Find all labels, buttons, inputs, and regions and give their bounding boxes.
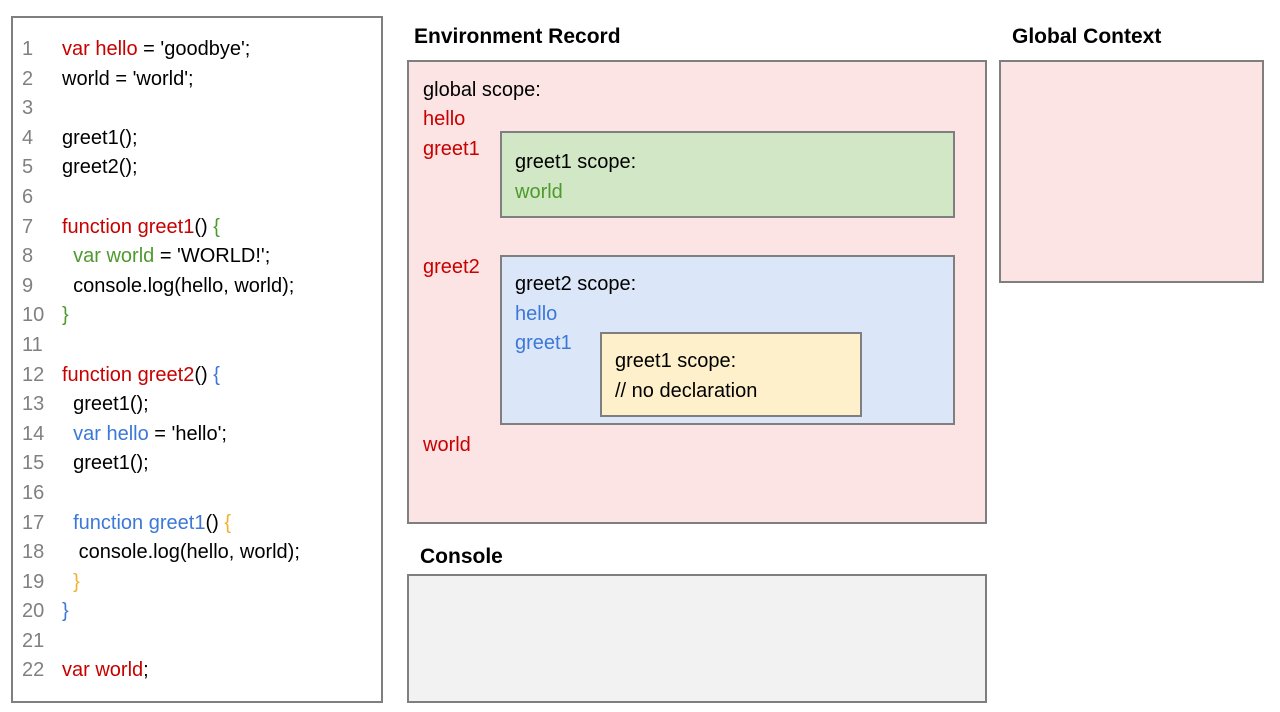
line-number: 13 [22,393,45,416]
code-token: console.log(hello, world); [62,274,295,297]
line-number: 19 [22,570,45,593]
environment-record-title: Environment Record [414,25,621,48]
line-number: 14 [22,422,45,445]
line-number: 18 [22,541,45,564]
code-line: 3 [22,94,379,124]
line-number: 17 [22,511,45,534]
global-var-world: world [423,434,471,456]
global-context-title: Global Context [1012,25,1162,48]
code-token: function greet2 [62,363,195,386]
code-line: 1 var hello = 'goodbye'; [22,35,379,65]
line-number: 10 [22,304,45,327]
code-token: = 'hello'; [148,422,227,445]
code-lines: 1 var hello = 'goodbye'; 2 world = 'world';… [22,35,379,686]
code-token: ; [143,659,149,682]
code-line: 22 var world; [22,656,379,686]
code-line: 2 world = 'world'; [22,65,379,95]
console-box [407,574,987,703]
line-number: 22 [22,659,45,682]
code-token: var hello [73,422,149,445]
line-number: 12 [22,363,45,386]
code-token: } [62,600,69,623]
code-panel: 1 var hello = 'goodbye'; 2 world = 'world';… [11,16,383,703]
line-number: 4 [22,126,34,149]
inner-greet1-scope-box: greet1 scope: // no declaration [600,332,862,417]
code-token: () [194,215,214,238]
code-token: { [213,215,220,238]
code-line: 17 function greet1() { [22,509,379,539]
code-token: } [62,304,69,327]
code-token: var hello [62,38,138,60]
global-var-hello: hello [423,108,466,130]
code-line: 16 [22,479,379,509]
line-number: 16 [22,481,45,504]
code-line: 5 greet2(); [22,153,379,183]
line-number: 9 [22,274,34,297]
code-line: 20} [22,597,379,627]
inner-greet1-comment: // no declaration [615,380,758,402]
global-context-box [999,60,1264,283]
code-token [62,245,73,267]
global-var-greet1: greet1 [423,138,480,160]
code-token [62,571,73,593]
code-token: function greet1 [62,215,195,238]
console-title: Console [420,545,503,568]
code-line: 11 [22,331,379,361]
line-number: 1 [22,38,34,60]
line-number: 3 [22,97,34,120]
code-line: 15 greet1(); [22,449,379,479]
code-token: world = 'world'; [62,67,194,90]
line-number: 20 [22,600,45,623]
line-number: 7 [22,215,34,238]
code-line: 9 console.log(hello, world); [22,272,379,302]
code-token: { [213,363,220,386]
code-line: 21 [22,627,379,657]
code-line: 8 var world = 'WORLD!'; [22,242,379,272]
greet2-scope-box: greet2 scope: hello greet1 greet1 scope:… [500,255,955,425]
code-line: 7 function greet1() { [22,213,379,243]
line-number: 8 [22,245,34,268]
code-token: greet1(); [62,126,138,149]
global-var-greet2: greet2 [423,256,480,278]
code-token: { [224,511,232,534]
code-line: 14 var hello = 'hello'; [22,420,379,450]
code-token [62,423,73,445]
code-token: greet1(); [62,452,149,475]
greet2-var-greet1: greet1 [515,332,572,354]
code-line: 10} [22,301,379,331]
code-line: 4 greet1(); [22,124,379,154]
inner-greet1-scope-label: greet1 scope: [615,350,737,372]
greet2-scope-label: greet2 scope: [515,273,637,295]
code-token: var world [73,245,155,268]
line-number: 2 [22,67,34,90]
code-token: } [73,570,80,593]
code-line: 18 console.log(hello, world); [22,538,379,568]
global-scope-label: global scope: [423,79,541,101]
code-token: greet2(); [62,156,138,179]
line-number: 6 [22,185,34,208]
greet1-scope-label: greet1 scope: [515,151,637,173]
greet1-scope-box: greet1 scope: world [500,131,955,218]
code-token: function greet1 [73,511,206,534]
code-token [62,512,73,534]
greet1-var-world: world [515,181,563,203]
line-number: 11 [22,333,43,356]
line-number: 21 [22,629,45,652]
environment-record-box: global scope: hello greet1 greet1 scope:… [407,60,987,524]
line-number: 5 [22,156,34,179]
code-token: = 'goodbye'; [137,38,251,60]
greet2-var-hello: hello [515,303,558,325]
code-token: = 'WORLD!'; [154,245,271,268]
code-line: 12 function greet2() { [22,361,379,391]
code-line: 19 } [22,568,379,598]
code-line: 6 [22,183,379,213]
code-token: () [194,363,214,386]
code-token: var world [62,659,144,682]
code-line: 13 greet1(); [22,390,379,420]
code-token: console.log(hello, world); [62,541,300,564]
code-token: () [205,511,225,534]
line-number: 15 [22,452,45,475]
code-token: greet1(); [62,393,149,416]
